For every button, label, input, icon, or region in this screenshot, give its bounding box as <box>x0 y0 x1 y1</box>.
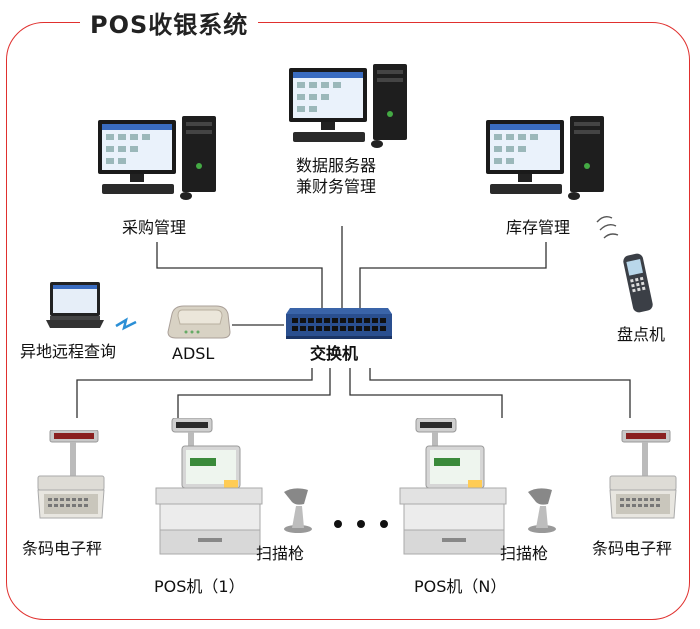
wire-posn <box>349 368 503 418</box>
diagram-title: POS收银系统 <box>90 10 249 39</box>
label-scale-right: 条码电子秤 <box>592 539 673 558</box>
label-pos1: POS机（1） <box>154 577 245 596</box>
barcode-scanner-icon <box>284 488 312 533</box>
label-scanner-right: 扫描枪 <box>500 544 549 563</box>
label-switch: 交换机 <box>310 344 359 363</box>
label-server-line2: 兼财务管理 <box>296 177 377 196</box>
label-adsl: ADSL <box>172 344 215 363</box>
label-handheld: 盘点机 <box>617 325 666 344</box>
label-server-line1: 数据服务器 <box>296 156 377 175</box>
wire-scale-right <box>369 368 631 418</box>
laptop-icon <box>46 282 104 328</box>
wire-pos1 <box>177 368 331 418</box>
desktop-computer-icon <box>289 64 407 148</box>
label-purchase: 采购管理 <box>122 218 187 237</box>
wireless-signal <box>596 215 619 239</box>
wire-scale-left <box>76 368 313 418</box>
wire-purchase <box>156 242 323 308</box>
label-posn: POS机（N） <box>414 577 507 596</box>
ellipsis-dots <box>334 520 388 528</box>
desktop-computer-icon <box>486 116 604 200</box>
pos-terminal-icon <box>155 418 263 555</box>
label-inventory: 库存管理 <box>506 218 571 237</box>
label-scanner-left: 扫描枪 <box>256 544 305 563</box>
title-box: POS收银系统 <box>80 6 259 39</box>
barcode-scanner-icon <box>528 488 556 533</box>
desktop-computer-icon <box>98 116 216 200</box>
label-scale-left: 条码电子秤 <box>22 539 103 558</box>
diagram-frame <box>6 22 690 620</box>
handheld-terminal-icon <box>623 253 653 313</box>
barcode-scale-icon <box>609 430 677 519</box>
wireless-link <box>115 317 137 331</box>
wire-inventory <box>359 242 547 308</box>
modem-icon <box>167 305 231 339</box>
label-remote: 异地远程查询 <box>20 342 117 361</box>
network-switch-icon <box>286 308 392 339</box>
barcode-scale-icon <box>37 430 105 519</box>
pos-terminal-icon <box>399 418 507 555</box>
